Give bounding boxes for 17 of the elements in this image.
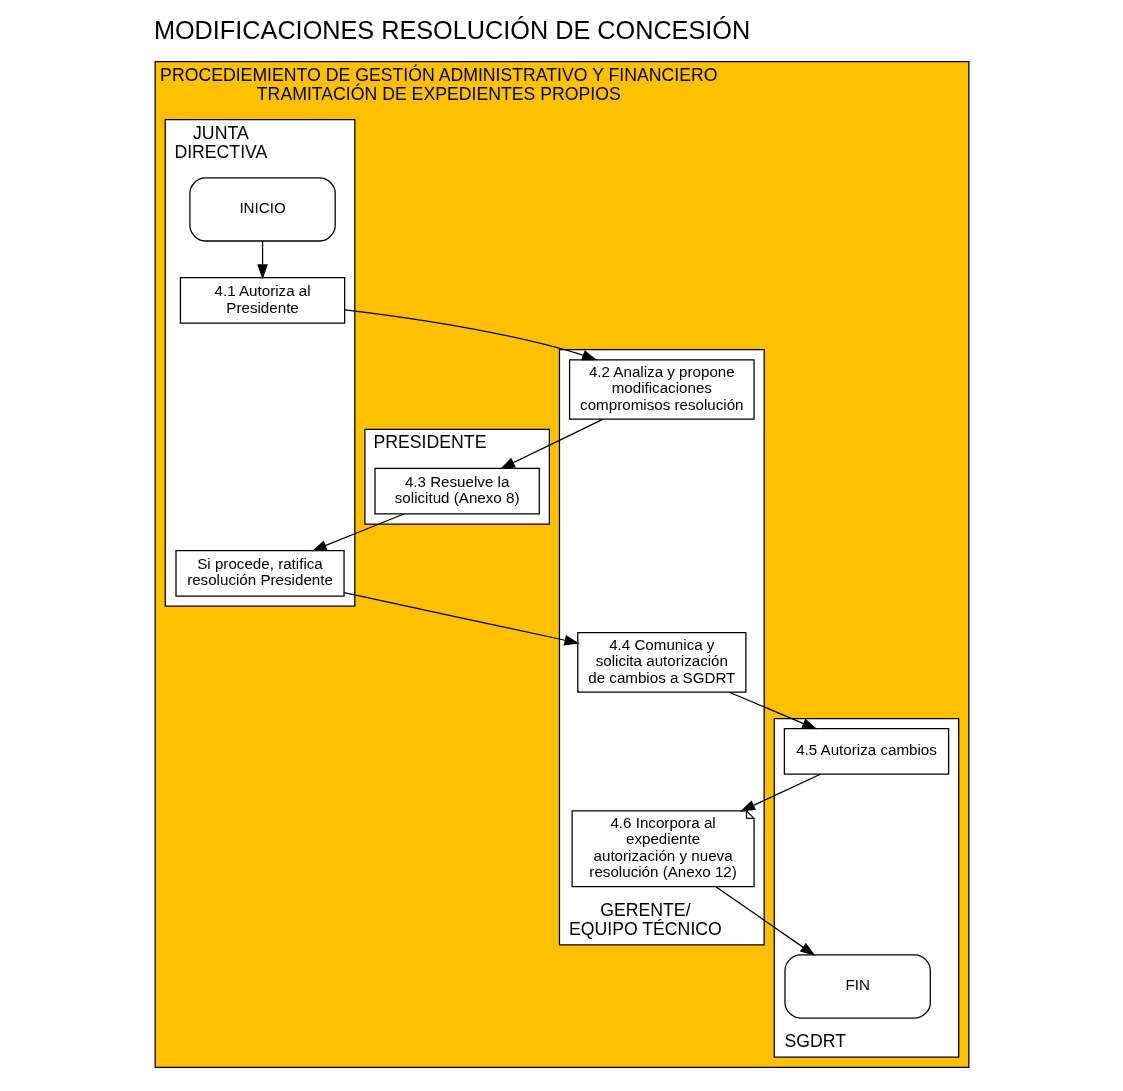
node-box: 4.3 Resuelve la solicitud (Anexo 8) [373,467,540,515]
arrow [739,773,821,812]
arrow [256,240,268,280]
diagram-title: MODIFICACIONES RESOLUCIÓN DE CONCESIÓN [153,15,750,44]
arrow [311,513,404,552]
arrow [343,309,597,361]
node-box: FIN [783,954,931,1019]
arrow [728,691,817,730]
node-box: 4.4 Comunica y solicita autorización de cambios a SGDRT [576,632,746,693]
node-box: 4.2 Analiza y propone modificaciones compromisos resolución [568,359,755,420]
node-box: 4.5 Autoriza cambios [783,728,949,775]
arrow [343,592,580,646]
node-box: Si procede, ratifica resolución Presidente [174,549,345,597]
node-box: INICIO [188,177,336,242]
node-box: 4.1 Autoriza al Presidente [179,277,345,324]
arrow [715,886,815,956]
arrow [499,418,603,470]
